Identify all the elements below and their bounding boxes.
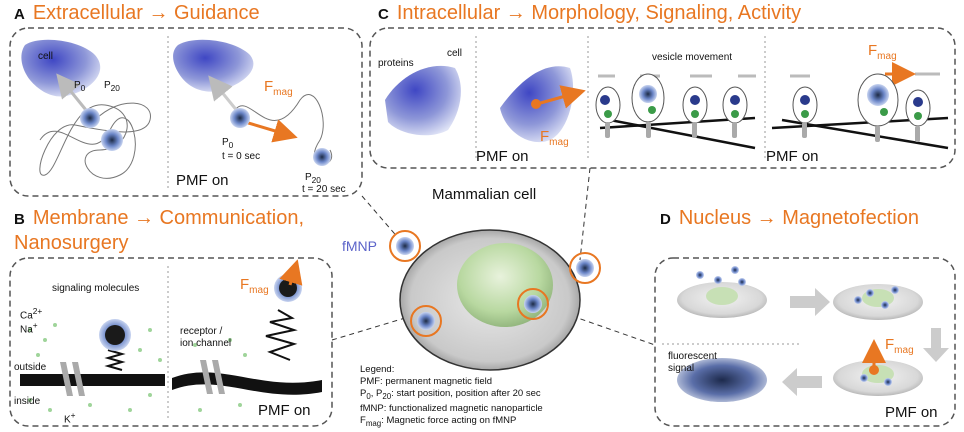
panel-a-title-text: Extracellular → Guidance <box>32 2 260 24</box>
panel-c-pmf-on-right: PMF on <box>766 148 819 165</box>
panel-c-fmag-right: Fmag <box>868 42 897 62</box>
panel-c-cell-label: cell <box>447 48 463 59</box>
fmnp-label: fMNP <box>342 238 377 254</box>
panel-a-letter: A <box>14 6 25 23</box>
panel-d-letter: D <box>660 211 671 228</box>
panel-a-cell-label: cell <box>38 51 54 62</box>
panel-b-outside-label: outside <box>14 362 47 373</box>
legend-heading: Legend: <box>360 364 395 375</box>
panel-b-title-line1: Membrane → Communication, <box>32 207 305 229</box>
panel-d-fluorescent-label: fluorescent <box>668 351 717 362</box>
panel-b-fmag-label: Fmag <box>240 276 269 296</box>
panel-c-vesicle-movement: vesicle movement <box>652 52 733 63</box>
panel-b-receptor-label: receptor / <box>180 326 223 337</box>
panel-c-proteins-label: proteins <box>378 58 414 69</box>
panel-a-p0-label: P0 <box>74 80 86 93</box>
panel-b-pmf-on: PMF on <box>258 402 311 419</box>
panel-a-t20-label: t = 20 sec <box>302 184 346 195</box>
panel-a-t0-label: t = 0 sec <box>222 151 261 162</box>
legend-line3: fMNP: functionalized magnetic nanopartic… <box>360 402 543 414</box>
panel-b-title-line2: Nanosurgery <box>14 232 129 254</box>
legend-line1: PMF: permanent magnetic field <box>360 376 493 387</box>
panel-a-fmag-label: Fmag <box>264 78 293 98</box>
panel-a-right-p20-label: P20 <box>305 172 321 185</box>
panel-a-pmf-on: PMF on <box>176 172 229 189</box>
panel-c-title: C Intracellular → Morphology, Signaling, … <box>378 2 801 25</box>
panel-d-title: D Nucleus → Magnetofection <box>660 207 919 230</box>
legend-line4: Fmag: Magnetic force acting on fMNP <box>360 414 517 428</box>
panel-b-k-label: K+ <box>64 410 76 426</box>
panel-c-title-text: Intracellular → Morphology, Signaling, A… <box>396 2 802 24</box>
panel-b-na-label: Na+ <box>20 320 38 336</box>
panel-c-fmag-left: Fmag <box>540 128 569 148</box>
panel-d-fmag-label: Fmag <box>885 336 914 356</box>
panel-a-title: A Extracellular → Guidance <box>14 2 260 25</box>
mammalian-cell-label: Mammalian cell <box>432 186 537 203</box>
panel-b-title: B Membrane → Communication, <box>14 207 304 230</box>
panel-c-letter: C <box>378 6 389 23</box>
panel-a-p20-label: P20 <box>104 80 120 93</box>
panel-b-ca-label: Ca2+ <box>20 306 43 322</box>
panel-b-signaling-molecules: signaling molecules <box>52 283 140 294</box>
panel-a-right-p0-label: P0 <box>222 137 234 150</box>
panel-c-pmf-on-left: PMF on <box>476 148 529 165</box>
panel-b-inside-label: inside <box>14 396 41 407</box>
legend-line2: P0, P20: start position, position after … <box>360 388 541 401</box>
panel-d-pmf-on: PMF on <box>885 404 938 421</box>
panel-d-title-text: Nucleus → Magnetofection <box>678 207 919 229</box>
legend: Legend: PMF: permanent magnetic field P0… <box>360 364 543 430</box>
panel-b-ion-channel-label: ion channel <box>180 338 232 349</box>
panel-d-signal-label: signal <box>668 363 695 374</box>
panel-b-letter: B <box>14 211 25 228</box>
